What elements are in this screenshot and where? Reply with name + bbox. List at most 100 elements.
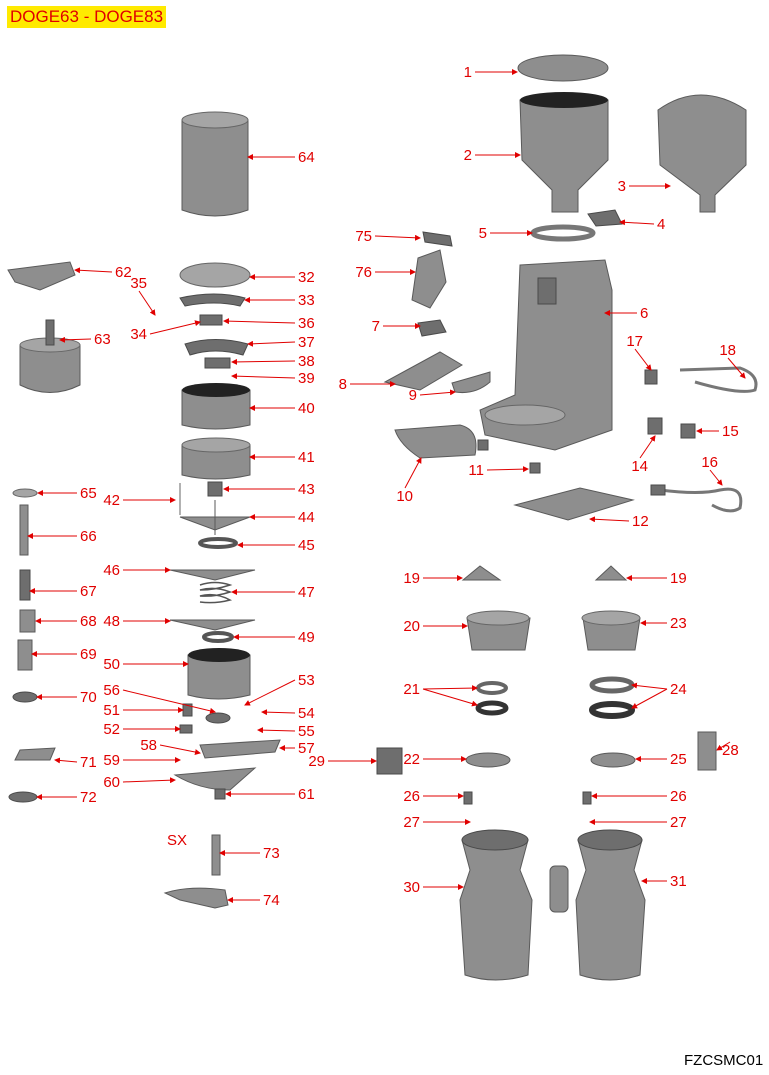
part-number-label: 10 [396,488,413,505]
part-number-label: 65 [80,485,97,502]
leader-line [257,727,296,734]
part-number-label: 46 [103,562,120,579]
part-number-label: 51 [103,702,120,719]
part-number-label: 22 [403,751,420,768]
part-72 [8,791,38,803]
motor-30 [459,839,533,981]
part-38 [204,357,231,369]
part-number-label: 73 [263,845,280,862]
leader-line [247,340,296,347]
side-label-sx: SX [167,832,187,849]
part-74 [163,887,229,909]
part-68 [19,609,36,633]
wiring-harness [679,366,758,393]
leader-line [159,744,201,755]
part-number-label: 19 [403,570,420,587]
leader-line [59,336,92,343]
part-number-label: 33 [298,292,315,309]
part-number-label: 37 [298,334,315,351]
part-52 [179,724,193,734]
part-number-label: 34 [130,326,147,343]
burr-cone-right [594,565,628,581]
part-71 [14,747,56,761]
part-40 [181,389,251,430]
part-57 [199,739,281,759]
part-7 [417,319,447,337]
part-62 [7,261,76,291]
leader-line [639,435,656,459]
drip-tray [394,424,477,459]
part-9 [451,371,491,393]
part-number-label: 26 [670,788,687,805]
part-number-label: 5 [479,225,487,242]
part-number-label: 69 [80,646,97,663]
part-45 [198,537,238,549]
part-number-label: 53 [298,672,315,689]
part-number-label: 31 [670,873,687,890]
part-number-label: 48 [103,613,120,630]
burr-left-bottom [475,700,509,716]
part-number-label: 54 [298,705,315,722]
part-number-label: 40 [298,400,315,417]
part-number-label: 28 [722,742,739,759]
burr-left-top [476,681,508,695]
part-36 [199,314,223,326]
part-number-label: 61 [298,786,315,803]
model-badge: DOGE63 - DOGE83 [7,6,167,28]
part-69 [17,639,33,671]
part-number-label: 50 [103,656,120,673]
burr-cone-left [461,565,502,581]
leader-line [261,709,296,716]
drawing-code: FZCSMC01 [684,1052,764,1069]
power-cable [659,487,743,513]
part-number-label: 25 [670,751,687,768]
part-number-label: 60 [103,774,120,791]
burr-right-top [589,676,635,694]
part-number-label: 30 [403,879,420,896]
part-32 [179,262,251,288]
part-number-label: 9 [409,387,417,404]
part-number-label: 67 [80,583,97,600]
part-number-label: 20 [403,618,420,635]
leader-line [727,357,746,379]
leader-line [231,373,296,380]
part-8 [383,351,463,391]
part-number-label: 2 [464,147,472,164]
parts [7,54,758,981]
part-15 [680,423,696,439]
part-number-label: 32 [298,269,315,286]
part-number-label: 45 [298,537,315,554]
part-number-label: 39 [298,370,315,387]
leader-line [122,689,216,714]
relay [376,747,403,775]
part-number-label: 18 [719,342,736,359]
part-number-label: 68 [80,613,97,630]
part-number-label: 27 [670,814,687,831]
leader-line [374,234,421,241]
part-49 [202,631,234,643]
part-number-label: 38 [298,353,315,370]
part-number-label: 11 [468,462,484,479]
part-number-label: 47 [298,584,315,601]
part-number-label: 3 [618,178,626,195]
part-60 [173,767,257,791]
part-25 [590,752,636,768]
leader-line [619,219,655,226]
part-number-label: 57 [298,740,315,757]
part-number-label: 58 [140,737,157,754]
switch [647,417,663,435]
leader-line [54,757,78,764]
leader-line [149,320,201,335]
capacitor [697,731,717,771]
leader-line [589,516,630,523]
leader-line [122,777,176,784]
part-number-label: 74 [263,892,280,909]
spring [199,581,233,604]
part-number-label: 17 [626,333,643,350]
part-46 [169,569,256,581]
leader-line [231,358,296,365]
part-number-label: 42 [103,492,120,509]
part-67 [19,569,31,601]
leader-line [716,741,731,751]
part-number-label: 35 [130,275,147,292]
